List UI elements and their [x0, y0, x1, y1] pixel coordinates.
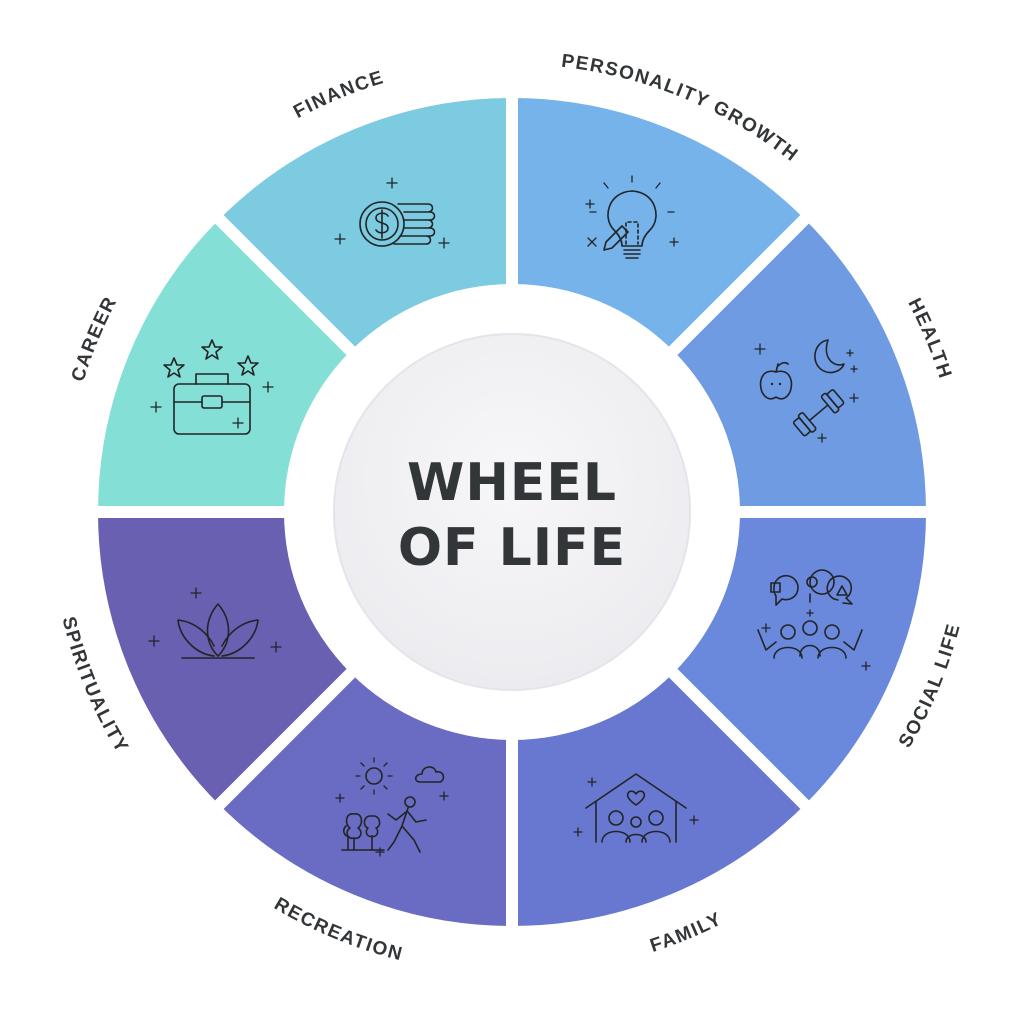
people-chat-icon	[757, 569, 871, 671]
apple-moon-dumbbell-icon	[754, 339, 859, 443]
lotus-icon	[148, 587, 282, 659]
segment-icons	[148, 175, 871, 857]
center-title-line-1: WHEEL	[407, 453, 617, 513]
center-disc	[333, 333, 691, 691]
coins-dollar-icon	[334, 177, 450, 249]
center-title-line-2: OF LIFE	[398, 518, 626, 578]
house-family-icon	[573, 773, 699, 843]
segment-label-family: FAMILY	[648, 908, 726, 956]
lightbulb-pencil-icon	[585, 175, 679, 259]
briefcase-stars-icon	[150, 339, 274, 435]
person-walking-trees-icon	[335, 757, 449, 857]
